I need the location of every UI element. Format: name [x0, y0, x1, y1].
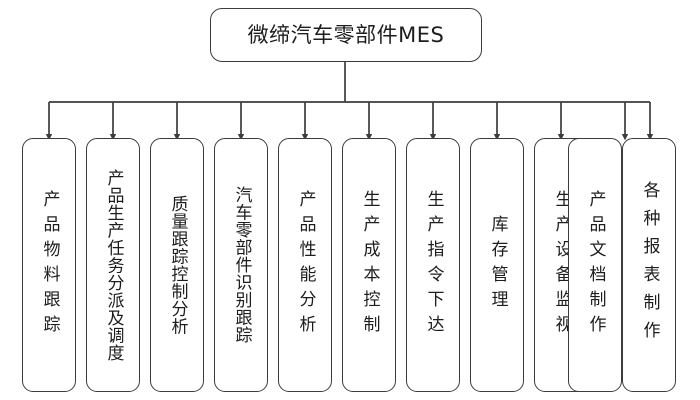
leaf-node-4[interactable]: 汽车零部件识别跟踪	[214, 138, 268, 392]
leaf-node-5[interactable]: 产品性能分析	[278, 138, 332, 392]
leaf-node-label: 产品文档制作	[585, 190, 606, 340]
leaf-node-label: 各种报表制作	[639, 181, 660, 349]
leaf-node-label: 生产设备监视	[551, 190, 572, 340]
root-node-label: 微缔汽车零部件MES	[247, 22, 445, 47]
root-node[interactable]: 微缔汽车零部件MES	[210, 8, 482, 62]
leaf-node-label: 库存管理	[487, 215, 508, 315]
leaf-node-3[interactable]: 质量跟踪控制分析	[150, 138, 204, 392]
leaf-node-10[interactable]: 产品文档制作	[568, 138, 622, 392]
leaf-node-11[interactable]: 各种报表制作	[622, 138, 676, 392]
leaf-node-label: 产品物料跟踪	[39, 190, 60, 340]
leaf-node-2[interactable]: 产品生产任务分派及调度	[86, 138, 140, 392]
leaf-node-label: 生产指令下达	[423, 190, 444, 340]
leaf-node-label: 产品性能分析	[295, 190, 316, 340]
leaf-node-label: 产品生产任务分派及调度	[103, 168, 124, 362]
leaf-node-6[interactable]: 生产成本控制	[342, 138, 396, 392]
leaf-node-label: 汽车零部件识别跟踪	[231, 186, 252, 344]
leaf-node-label: 生产成本控制	[359, 190, 380, 340]
leaf-node-7[interactable]: 生产指令下达	[406, 138, 460, 392]
leaf-node-label: 质量跟踪控制分析	[167, 195, 188, 335]
leaf-node-8[interactable]: 库存管理	[470, 138, 524, 392]
leaf-node-1[interactable]: 产品物料跟踪	[22, 138, 76, 392]
